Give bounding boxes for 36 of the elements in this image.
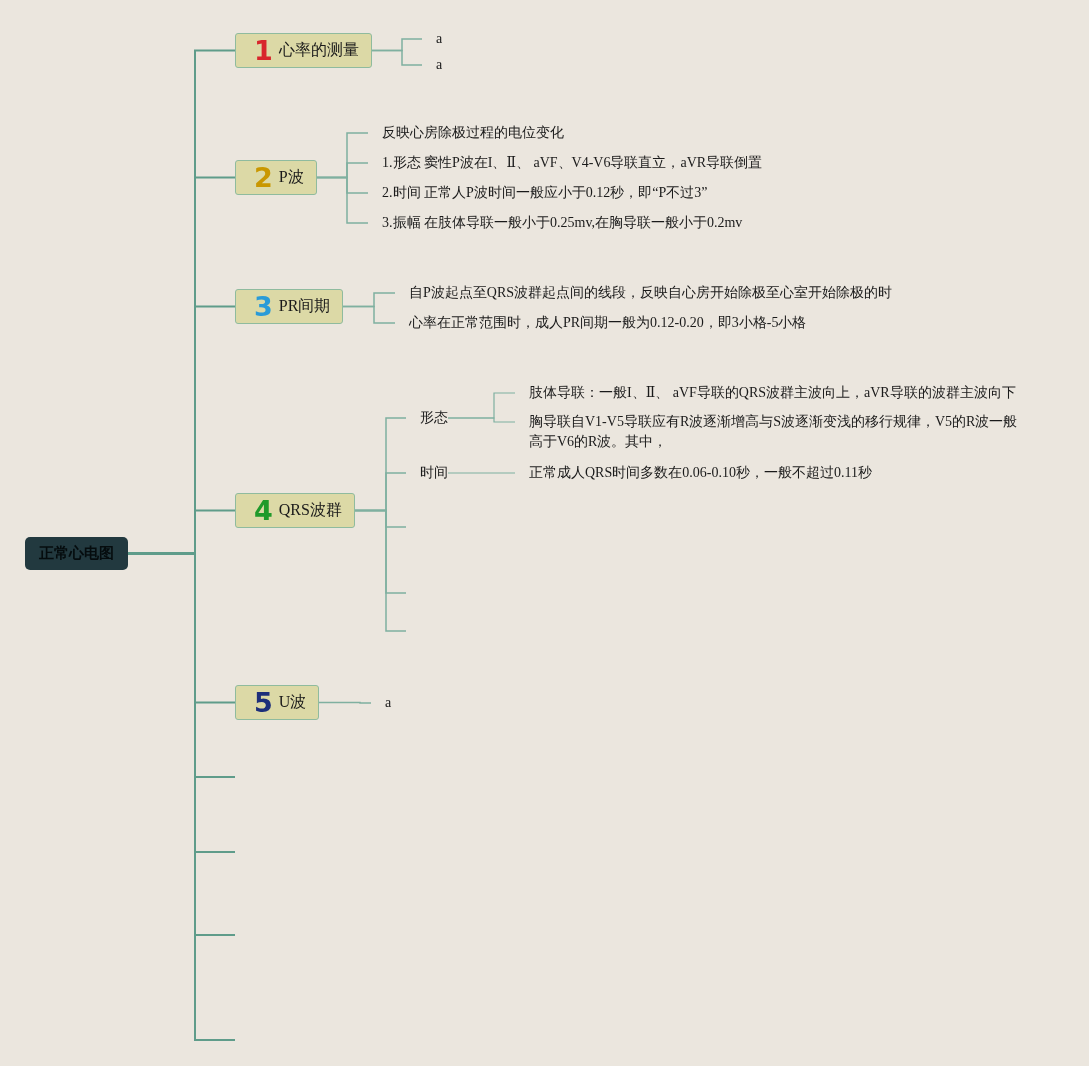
topic-title: QRS波群 (278, 500, 342, 520)
connector-line (354, 509, 407, 632)
branch-text: a (436, 55, 443, 75)
connector-line (447, 472, 516, 474)
branch-text: 时间 (420, 463, 448, 483)
topic-title: PR间期 (278, 296, 331, 316)
topic-box (235, 289, 344, 324)
branch-text: 2.时间 正常人P波时间一般应小于0.12秒，即“P不过3” (382, 183, 708, 203)
topic-number: 2 (254, 164, 273, 191)
topic-box (235, 493, 355, 528)
topic-number: 4 (254, 497, 273, 524)
connector-line (371, 49, 423, 66)
topic-title: 心率的测量 (278, 40, 359, 60)
branch-text: 肢体导联：一般I、Ⅱ、 aVF导联的QRS波群主波向上，aVR导联的波群主波向下 (529, 383, 1016, 403)
connector-line (318, 701, 372, 704)
branch-text: 1.形态 窦性P波在I、Ⅱ、 aVF、V4-V6导联直立，aVR导联倒置 (382, 153, 763, 173)
topic-box (235, 160, 317, 195)
branch-text: 反映心房除极过程的电位变化 (382, 123, 564, 143)
topic-box (235, 685, 320, 720)
topic-title: U波 (278, 692, 307, 712)
branch-text: 形态 (420, 408, 448, 428)
branch-text: 心率在正常范围时，成人PR间期一般为0.12-0.20，即3小格-5小格 (409, 313, 807, 333)
topic-number: 1 (254, 37, 273, 64)
branch-text: 胸导联自V1-V5导联应有R波逐渐增高与S波逐渐变浅的移行规律，V5的R波一般高于V6的R波。其中， (529, 412, 1024, 452)
connector-line (447, 417, 516, 423)
connector-line (316, 176, 369, 224)
topic-number: 3 (254, 293, 273, 320)
branch-text: a (385, 692, 392, 713)
topic-title: P波 (278, 167, 304, 187)
connector-line (342, 305, 396, 324)
branch-text: 自P波起点至QRS波群起点间的线段，反映自心房开始除极至心室开始除极的时 (409, 283, 893, 303)
branch-text: 3.振幅 在肢体导联一般小于0.25mv,在胸导联一般小于0.2mv (382, 213, 743, 233)
topic-number: 5 (254, 689, 273, 716)
topic-box (235, 33, 372, 68)
branch-text: a (436, 29, 443, 49)
branch-text: 正常成人QRS时间多数在0.06-0.10秒，一般不超过0.11秒 (529, 463, 872, 483)
